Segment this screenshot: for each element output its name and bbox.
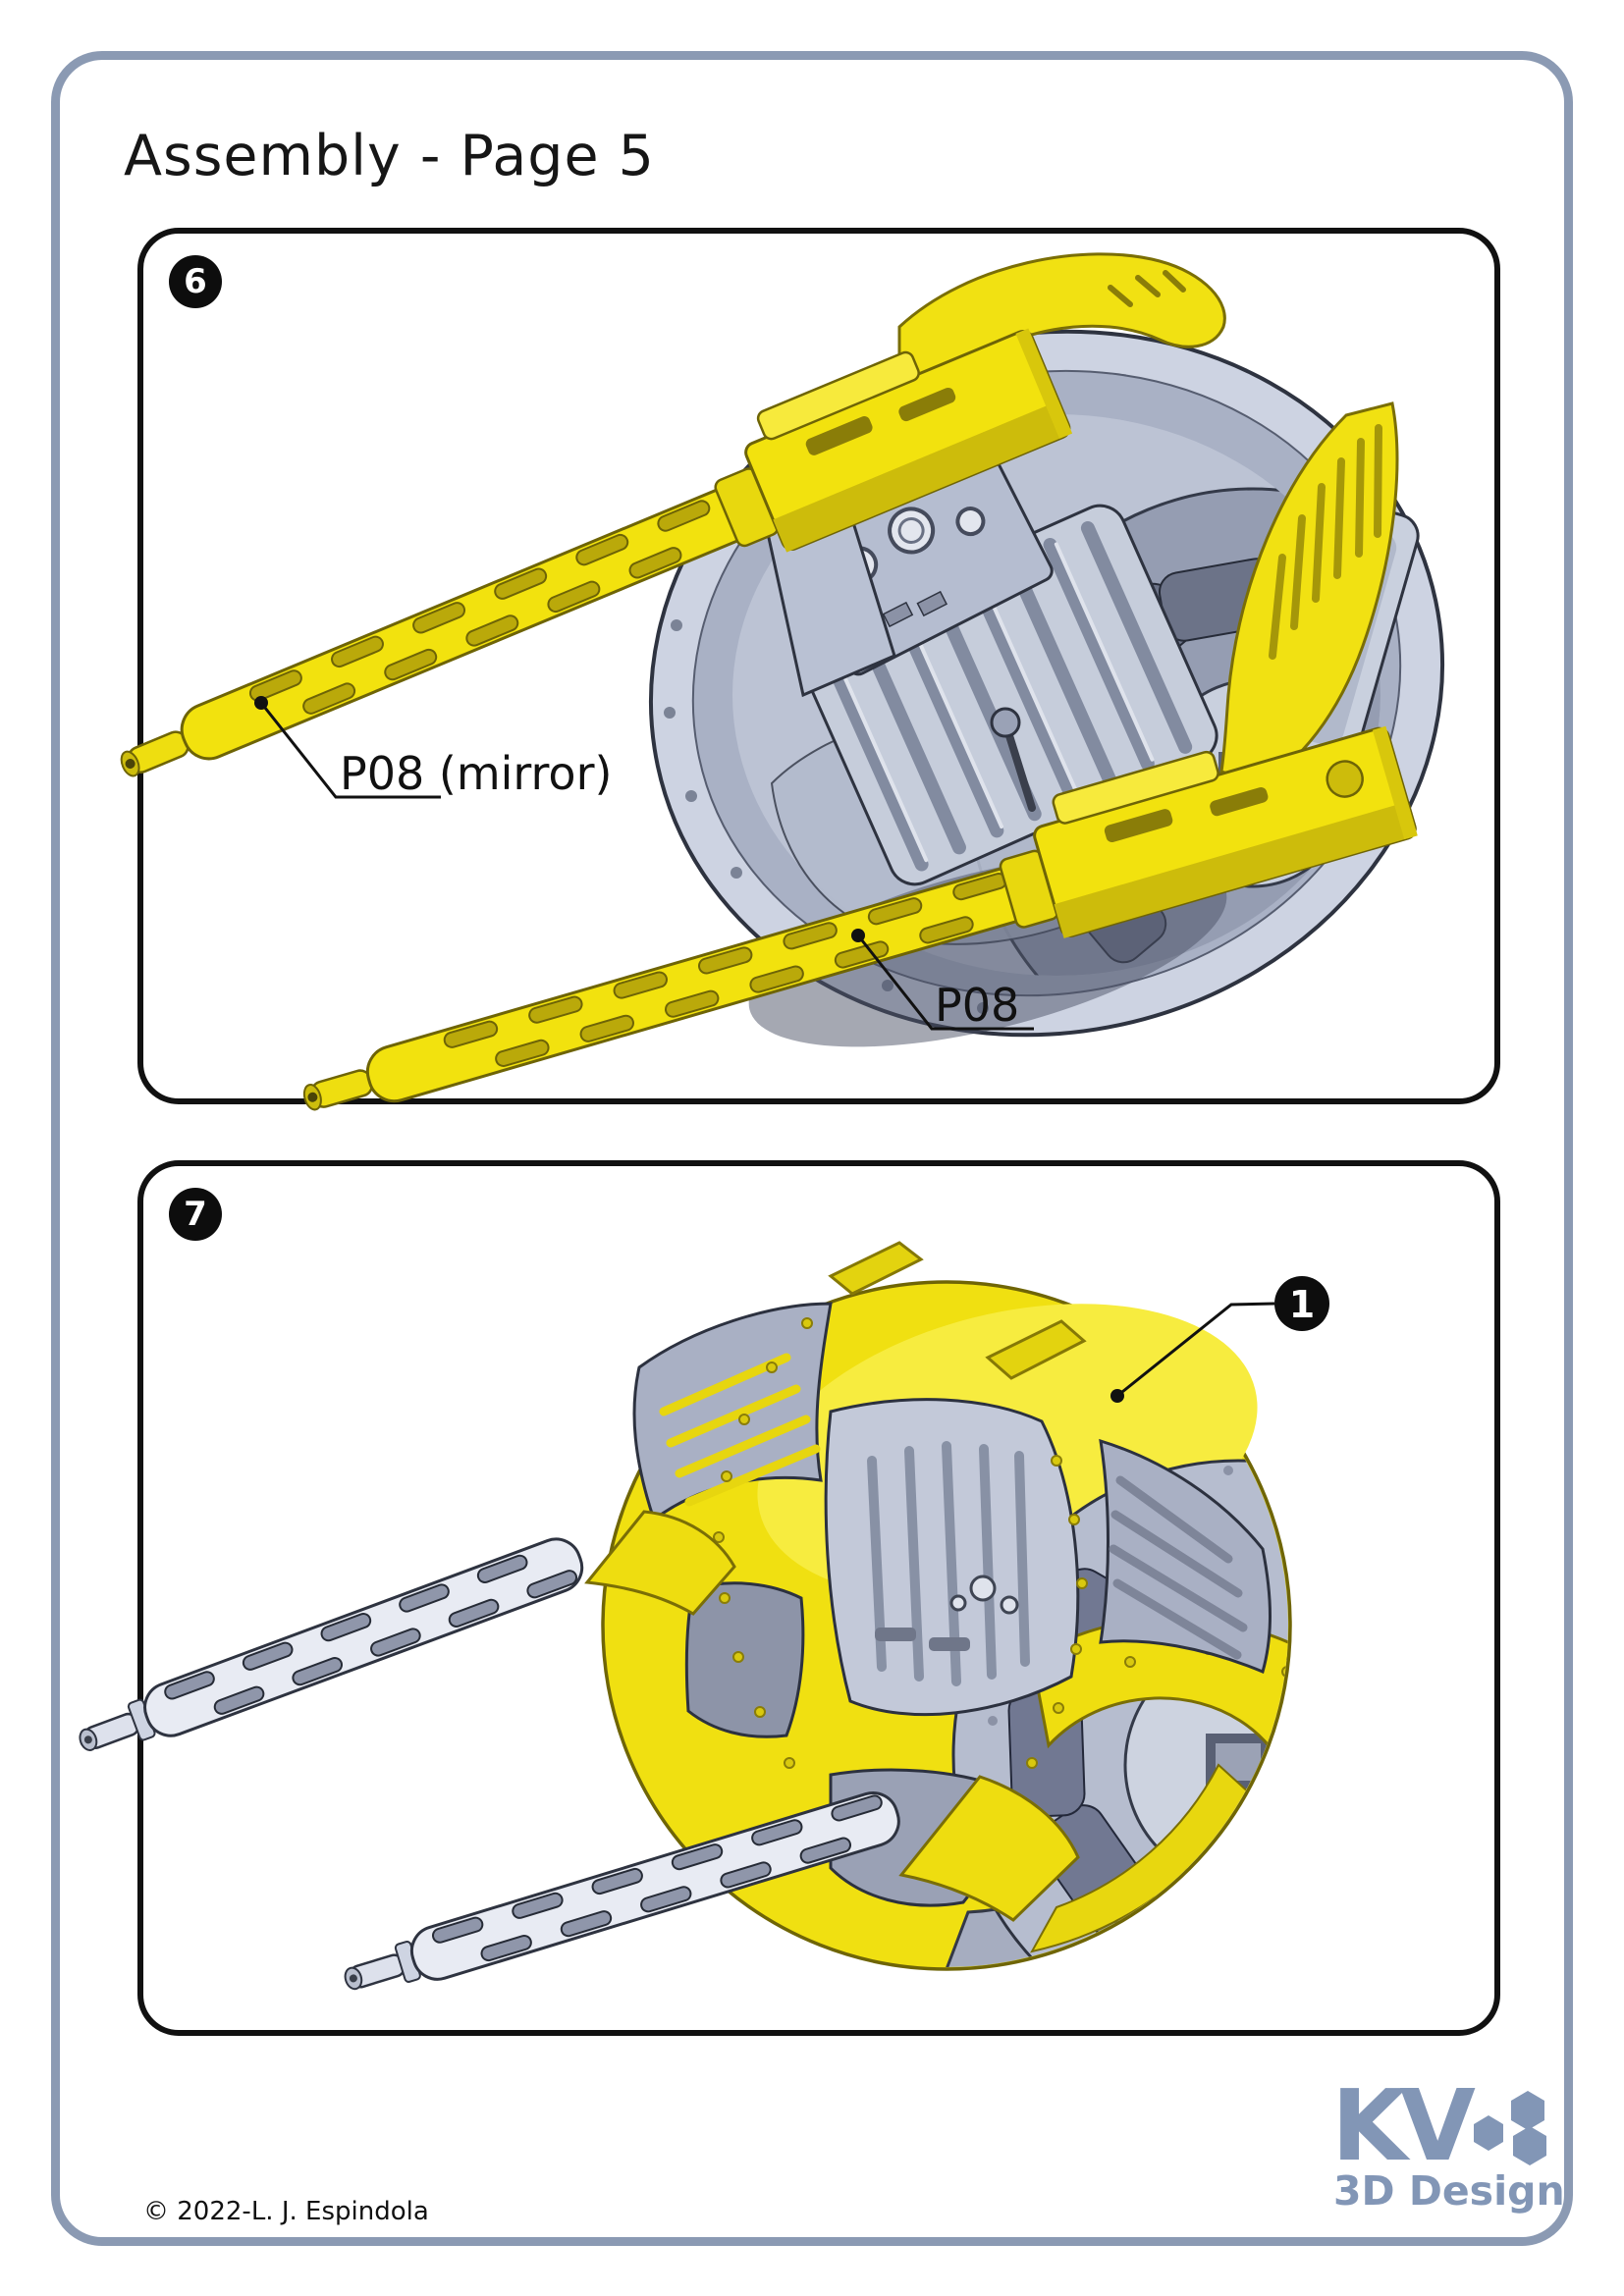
shell-windows — [632, 1302, 1272, 1907]
step-6-panel: 6 — [120, 228, 1500, 1111]
callout-1-leader — [1110, 1302, 1275, 1403]
barrel-lower — [344, 1791, 900, 1991]
label-p08: P08 — [935, 979, 1019, 1032]
step-7-illustration: 1 — [79, 1241, 1329, 1991]
page-title: Assembly - Page 5 — [124, 124, 655, 189]
step-7-panel: 7 — [79, 1160, 1500, 2036]
callout-1: 1 — [1274, 1276, 1329, 1331]
logo-hexagons-icon — [1474, 2091, 1546, 2165]
step-7-badge: 7 — [169, 1188, 222, 1241]
barrel-mount-upper — [584, 1510, 736, 1616]
callout-1-number: 1 — [1289, 1283, 1315, 1326]
shell-vent-2 — [985, 1319, 1087, 1380]
label-p08-mirror-leader — [254, 696, 441, 799]
copyright-text: © 2022-L. J. Espindola — [143, 2197, 429, 2226]
shell-vent-1 — [828, 1241, 924, 1296]
logo-brand-text: KV — [1331, 2079, 1475, 2183]
cage-bolts — [713, 1317, 1088, 1769]
ball-shell — [601, 1241, 1292, 1971]
logo-tagline-text: 3D Design — [1333, 2167, 1565, 2215]
gun-p08 — [302, 725, 1418, 1111]
step-6-illustration: P08 (mirror) P08 — [120, 252, 1445, 1111]
gun-p08-mirror — [120, 328, 1072, 777]
label-p08-leader — [851, 929, 1034, 1031]
kv-3d-design-logo: KV 3D Design — [1331, 2079, 1565, 2215]
step-6-badge: 6 — [169, 255, 222, 308]
barrel-mount-lower — [898, 1775, 1080, 1922]
barrel-upper — [79, 1537, 584, 1751]
label-p08-mirror: P08 (mirror) — [340, 747, 612, 800]
